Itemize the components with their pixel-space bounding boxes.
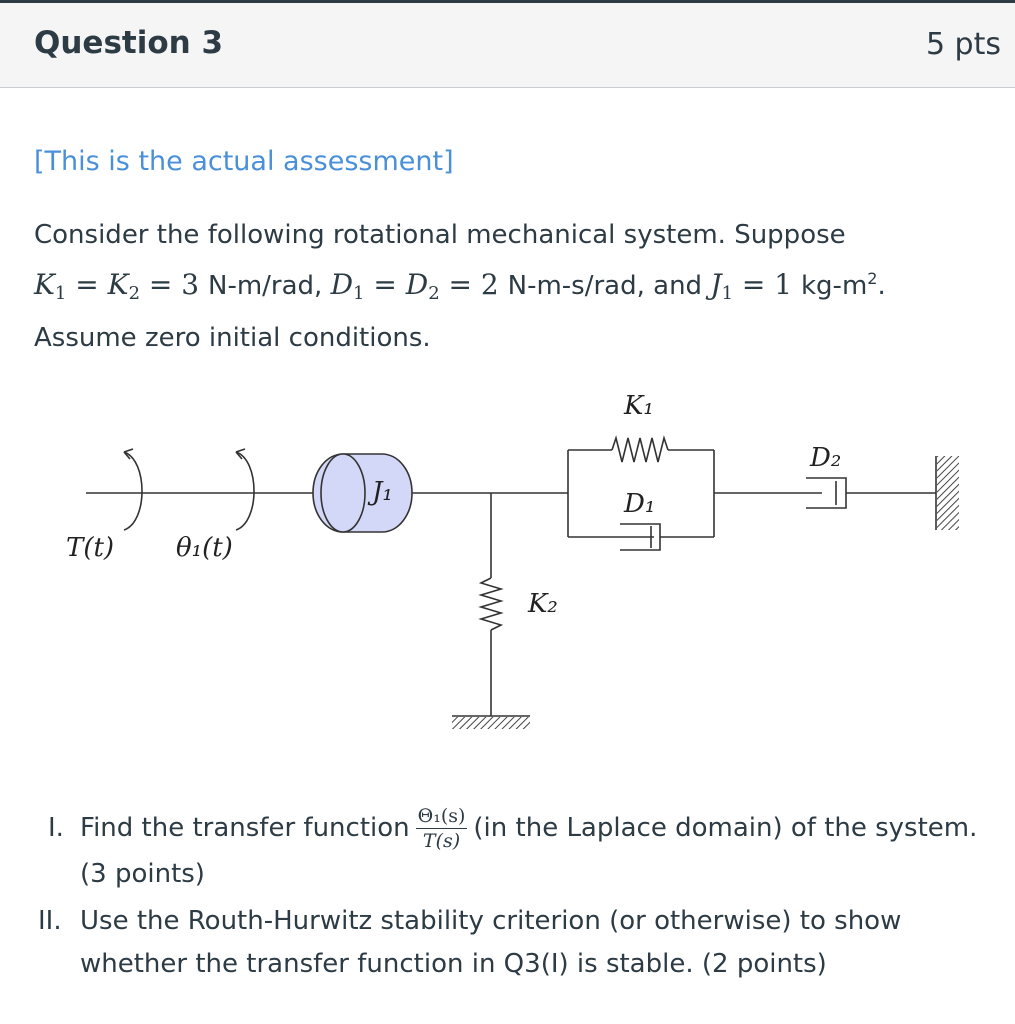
- torque-label: T(t): [66, 533, 114, 563]
- statement-line-2: K1 = K2 = 3 N-m/rad, D1 = D2 = 2 N-m-s/r…: [34, 268, 886, 304]
- fraction-denominator: T(s): [422, 829, 461, 852]
- symbol-d2: D2: [405, 268, 440, 304]
- item-2-line-2: whether the transfer function in Q3(I) i…: [80, 949, 827, 979]
- torque-arrow: [123, 451, 143, 531]
- unit-inertia: kg-m2: [801, 269, 878, 301]
- item-1-line-2: (3 points): [80, 859, 205, 889]
- unit-damper: N-m-s/rad, and: [507, 271, 711, 301]
- item-2-line-1: Use the Routh-Hurwitz stability criterio…: [80, 906, 902, 936]
- k2-label: K₂: [527, 589, 558, 619]
- item-number: I.: [48, 813, 64, 843]
- k2-spring: [478, 577, 504, 631]
- problem-statement: Consider the following rotational mechan…: [34, 213, 1004, 360]
- equals-value-1: = 1: [733, 268, 801, 301]
- d2-label: D₂: [809, 443, 841, 473]
- transfer-function-fraction: Θ₁(s)T(s): [415, 804, 468, 852]
- question-points: 5 pts: [925, 27, 1001, 62]
- top-border: [0, 0, 1015, 3]
- question-item-2: II. Use the Routh-Hurwitz stability crit…: [38, 900, 1000, 986]
- unit-spring: N-m/rad,: [208, 271, 331, 301]
- assessment-note: [This is the actual assessment]: [34, 146, 454, 177]
- inertia-label: J₁: [367, 477, 393, 507]
- equals-value-2: = 2: [439, 268, 508, 301]
- statement-line-1: Consider the following rotational mechan…: [34, 220, 846, 250]
- theta-label: θ₁(t): [176, 533, 233, 563]
- mechanical-system-diagram: T(t) θ₁(t) J₁ K₁ K₂ D₁ D₂: [66, 391, 959, 729]
- k1-spring: [611, 435, 669, 463]
- symbol-k1: K1: [34, 268, 67, 304]
- equals-2: =: [364, 268, 406, 301]
- k1-label: K₁: [623, 391, 654, 421]
- symbol-j1: J1: [710, 268, 734, 304]
- statement-line-3: Assume zero initial conditions.: [34, 323, 431, 353]
- question-title: Question 3: [34, 25, 224, 61]
- equals-1: =: [66, 268, 108, 301]
- symbol-d1: D1: [330, 268, 365, 304]
- equals-value-3: = 3: [140, 268, 208, 301]
- item-number: II.: [38, 906, 62, 936]
- question-header: Question 3 5 pts: [0, 3, 1015, 88]
- theta-arrow: [235, 451, 255, 531]
- d1-label: D₁: [623, 489, 655, 519]
- symbol-k2: K2: [107, 268, 141, 304]
- fraction-numerator: Θ₁(s): [415, 804, 468, 829]
